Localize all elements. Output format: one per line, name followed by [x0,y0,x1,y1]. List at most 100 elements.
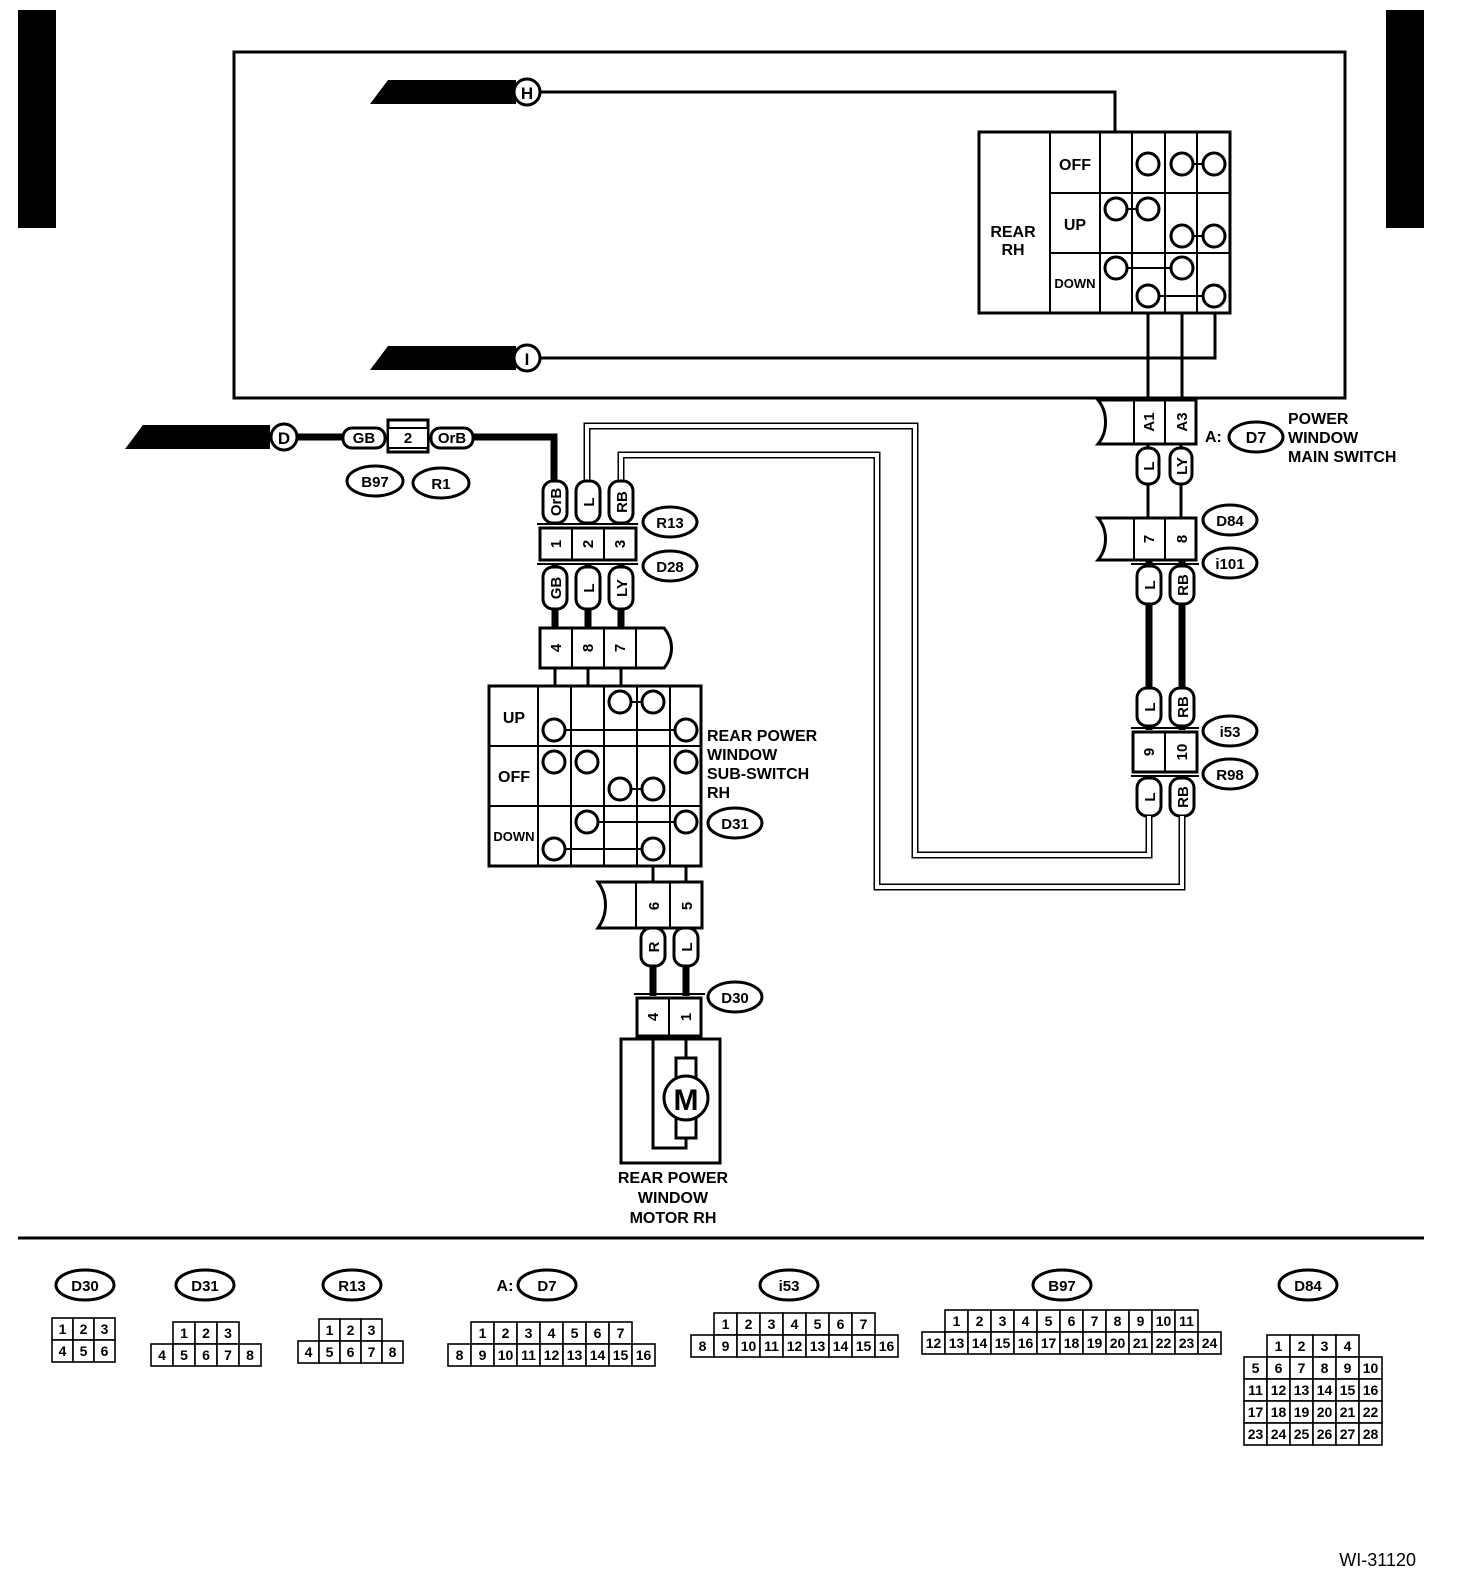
svg-text:22: 22 [1363,1404,1379,1420]
main-switch-title-2: WINDOW [1288,430,1359,447]
motor-title-1: REAR POWER [618,1170,729,1187]
wire-h [540,90,1117,132]
connector-pin: 6 [194,1343,218,1367]
svg-text:L: L [1142,792,1159,801]
svg-text:9: 9 [1137,1313,1145,1329]
sub-switch-title-4: RH [707,785,730,802]
r13-label: R13 [641,505,699,539]
ref-tag-h-letter: H [521,84,533,103]
wire-label-motor-r: R [639,926,667,968]
svg-text:1: 1 [59,1321,67,1337]
connector-pin: 5 [172,1343,196,1367]
connector-pin: 16 [1358,1378,1383,1402]
main-switch-name: REAR [990,224,1036,241]
connector-pin: 7 [1289,1356,1314,1380]
svg-text:6: 6 [347,1344,355,1360]
svg-text:14: 14 [972,1335,988,1351]
connector-pin: 13 [1289,1378,1314,1402]
connector-pin: 1 [713,1312,738,1336]
svg-text:4: 4 [645,1012,662,1021]
connector-pin: 8 [447,1343,472,1367]
connector-pin: 25 [1289,1422,1314,1446]
wire-label-r13-l2: L [574,564,602,628]
svg-text:5: 5 [1252,1360,1260,1376]
motor-title-2: WINDOW [638,1190,709,1207]
svg-text:1: 1 [678,1013,695,1021]
svg-text:5: 5 [814,1316,822,1332]
svg-text:3: 3 [368,1322,376,1338]
d30-label: D30 [706,980,764,1014]
svg-text:3: 3 [612,540,629,548]
connector-pin: 26 [1312,1422,1337,1446]
svg-text:L: L [679,942,696,951]
svg-text:L: L [1141,461,1158,470]
main-switch-title-3: MAIN SWITCH [1288,449,1396,466]
connector-pin: 11 [1174,1309,1199,1333]
svg-text:D84: D84 [1216,513,1244,530]
wire-orb [473,433,558,482]
connector-pin: 13 [805,1334,830,1358]
svg-text:21: 21 [1340,1404,1356,1420]
ref-tag-i: P/W(E)-03 I [370,343,542,373]
svg-text:LY: LY [1174,457,1191,475]
connector-face-label: D30 [71,1278,99,1295]
connector-pin: 22 [1358,1400,1383,1424]
svg-text:RB: RB [1175,574,1192,596]
wire-label-i53-bottom-rb: RB [1168,776,1196,818]
connector-pin: 12 [921,1331,946,1355]
svg-text:2: 2 [580,540,597,548]
svg-text:1: 1 [953,1313,961,1329]
connector-pin: 9 [1128,1309,1153,1333]
svg-text:14: 14 [833,1338,849,1354]
d7-connector: A1 A3 [1094,398,1198,446]
svg-text:3: 3 [224,1325,232,1341]
svg-text:6: 6 [101,1343,109,1359]
svg-text:12: 12 [544,1347,560,1363]
svg-text:8: 8 [389,1344,397,1360]
connector-pin: 2 [493,1321,518,1345]
svg-text:R13: R13 [656,515,684,532]
svg-text:9: 9 [1141,748,1158,756]
svg-text:13: 13 [1294,1382,1310,1398]
connector-pin: 21 [1128,1331,1153,1355]
svg-text:LY: LY [614,579,631,597]
svg-text:16: 16 [636,1347,652,1363]
connector-pin: 7 [1082,1309,1107,1333]
svg-text:10: 10 [1363,1360,1379,1376]
connector-face-prefix: A: [497,1278,514,1295]
svg-text:6: 6 [202,1347,210,1363]
svg-text:9: 9 [479,1347,487,1363]
connector-pin: 1 [318,1318,341,1342]
svg-text:UP: UP [503,710,526,727]
main-switch-pos-off: OFF [1059,157,1091,174]
svg-text:2: 2 [976,1313,984,1329]
svg-text:5: 5 [180,1347,188,1363]
svg-text:i101: i101 [1215,556,1244,573]
r98-label: R98 [1201,757,1259,791]
connector-pin: 1 [944,1309,969,1333]
connector-pin: 4 [297,1340,320,1364]
svg-text:8: 8 [1114,1313,1122,1329]
connector-pin: 3 [93,1317,116,1341]
wire-label-d84-rb: RB [1168,564,1196,606]
svg-text:15: 15 [613,1347,629,1363]
d7-prefix: A: [1205,429,1222,446]
connector-pin: 24 [1197,1331,1222,1355]
svg-text:18: 18 [1271,1404,1287,1420]
connector-pin: 1 [51,1317,74,1341]
svg-text:4: 4 [1344,1338,1352,1354]
connector-pin: 3 [759,1312,784,1336]
wire-label-r13-gb: GB [541,564,569,628]
svg-text:8: 8 [456,1347,464,1363]
svg-text:4: 4 [158,1347,166,1363]
wire-label-motor-l: L [672,926,700,968]
svg-text:15: 15 [995,1335,1011,1351]
svg-text:10: 10 [1174,744,1191,761]
d84-label: D84 [1201,503,1259,537]
page-tab-left: P/W(E)-04 [18,10,56,228]
svg-text:RB: RB [1175,696,1192,718]
svg-text:13: 13 [810,1338,826,1354]
svg-text:2: 2 [745,1316,753,1332]
